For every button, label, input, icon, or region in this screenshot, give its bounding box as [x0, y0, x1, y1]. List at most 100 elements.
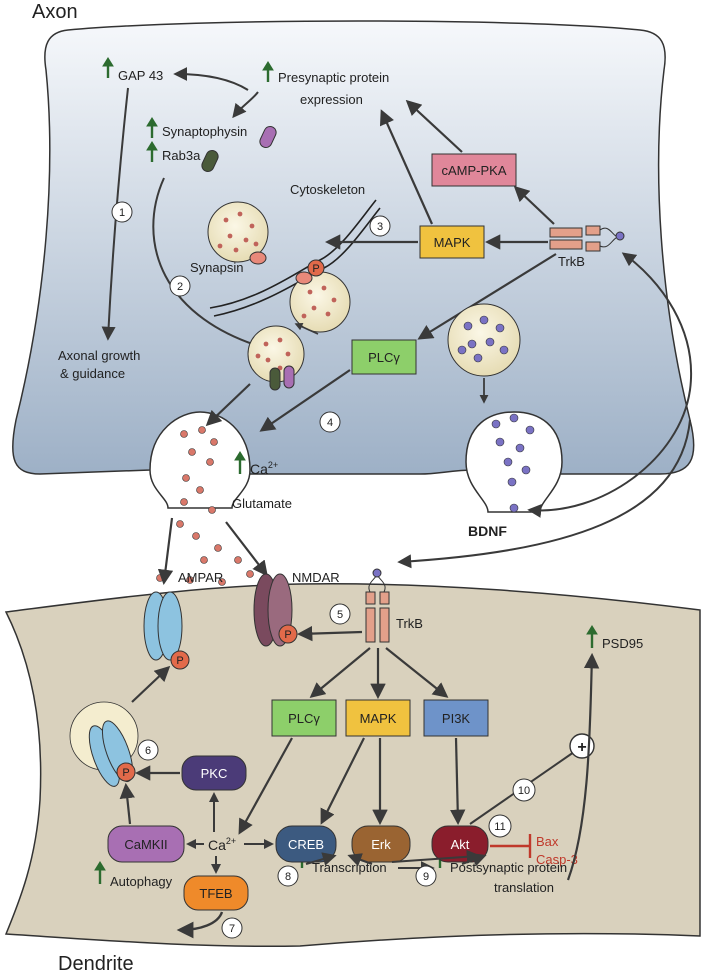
glutamate-dots — [156, 426, 254, 586]
trkb-presynaptic-label: TrkB — [558, 254, 585, 269]
arrow-mapk-to-creb — [320, 737, 365, 825]
pkc-box — [181, 755, 247, 791]
plcg-postsynaptic-box — [271, 699, 337, 737]
arrow-bdnf-to-postsynaptic-trkb — [397, 419, 691, 569]
arrow-erk-to-translation — [391, 849, 481, 864]
inhibit-bax-casp3 — [490, 834, 532, 858]
axon-label: Axon — [32, 1, 78, 23]
synaptophysin-label: Synaptophysin — [162, 124, 247, 139]
camp-pka-box — [431, 153, 517, 187]
nmdar-phospho-label: P — [284, 629, 291, 641]
bax-label: Bax — [536, 834, 559, 849]
arrow-trkb-to-camp — [513, 185, 555, 225]
arrow-protein-to-gap43 — [173, 67, 249, 91]
calcium-presynaptic-label: Ca2+ — [250, 460, 278, 477]
ampar-phospho-label: P — [176, 655, 183, 667]
arrow-protein-to-synaptophysin — [232, 91, 259, 119]
synaptic-vesicle — [207, 201, 269, 263]
phospho-icon — [307, 259, 325, 277]
trkb-receptor — [365, 568, 390, 643]
step-8-label: 8 — [285, 871, 291, 883]
calcium-postsynaptic-label: Ca2+ — [208, 836, 236, 853]
mapk-box — [419, 225, 485, 259]
pi3k-box — [423, 699, 489, 737]
creb-label: CREB — [288, 837, 324, 852]
step-6-label: 6 — [145, 745, 151, 757]
arrow-camp-to-expression — [405, 99, 463, 153]
arrow-trkb-to-nmdar — [296, 625, 363, 642]
arrow-rab3a-to-vesicle — [152, 177, 275, 354]
guidance-label: & guidance — [60, 366, 125, 381]
arrow-camkii-to-ampar — [119, 782, 135, 825]
up-arrow-icon — [102, 57, 274, 474]
bdnf-label: BDNF — [468, 523, 507, 539]
plcg-label: PLCγ — [368, 350, 400, 365]
step-10-label: 10 — [518, 785, 530, 797]
casp3-label: Casp-3 — [536, 852, 578, 867]
rab3a-icon — [201, 149, 219, 173]
mapk-label: MAPK — [434, 235, 471, 250]
step-11-label: 11 — [494, 821, 505, 833]
rab3a-label: Rab3a — [162, 148, 201, 163]
phospho-icon — [170, 650, 190, 670]
step-2-label: 2 — [177, 281, 183, 293]
presynaptic-protein-expression-label: expression — [300, 92, 363, 107]
akt-label: Akt — [451, 837, 470, 852]
step-3-label: 3 — [377, 221, 383, 233]
plus-label: + — [577, 739, 586, 756]
trkb-receptor — [549, 225, 625, 252]
plcg-box — [351, 339, 417, 375]
ampar-receptor — [143, 591, 183, 661]
arrow-to-ampar — [157, 517, 174, 586]
mapk-postsynaptic-label: MAPK — [360, 711, 397, 726]
cytoskeleton — [209, 199, 377, 309]
camkii-label: CaMKII — [124, 837, 167, 852]
mapk-postsynaptic-box — [345, 699, 411, 737]
tfeb-box — [183, 875, 249, 911]
pi3k-label: PI3K — [442, 711, 471, 726]
arrow-plcg-to-calcium — [259, 369, 351, 432]
axonal-growth-label: Axonal growth — [58, 348, 140, 363]
step-5-label: 5 — [337, 609, 343, 621]
phospho-label: P — [312, 263, 319, 275]
step-9-label: 9 — [423, 871, 429, 883]
tfeb-label: TFEB — [199, 886, 232, 901]
bdnf-release-site — [465, 411, 563, 513]
arrow-akt-to-translation — [461, 853, 487, 867]
postsynaptic-translation-line2: translation — [494, 880, 554, 895]
synapsin-label: Synapsin — [190, 260, 243, 275]
arrow-ampar-insertion — [131, 665, 171, 703]
bdnf-dots — [491, 413, 535, 513]
arrow-tfeb-to-autophagy — [176, 911, 224, 939]
nmdar-receptor — [253, 573, 293, 647]
camp-pka-label: cAMP-PKA — [441, 163, 506, 178]
creb-box — [275, 825, 337, 863]
arrow-plcg-to-calcium — [238, 737, 293, 835]
nmdar-label: NMDAR — [292, 570, 340, 585]
erk-label: Erk — [371, 837, 391, 852]
trkb-postsynaptic-label: TrkB — [396, 616, 423, 631]
autophagy-label: Autophagy — [110, 874, 173, 889]
transcription-label: Transcription — [312, 860, 387, 875]
gap43-label: GAP 43 — [118, 68, 163, 83]
camkii-box — [107, 825, 185, 863]
glutamate-label: Glutamate — [232, 496, 292, 511]
ampar-label: AMPAR — [178, 570, 223, 585]
arrow-vesicle-to-release — [205, 383, 251, 427]
cytoskeleton-label: Cytoskeleton — [290, 182, 365, 197]
synapsin-icon — [295, 271, 313, 285]
synaptophysin-icon — [259, 125, 277, 149]
plcg-postsynaptic-label: PLCγ — [288, 711, 320, 726]
arrow-erk-to-transcription — [347, 853, 373, 867]
ampar-internal-phospho-label: P — [122, 767, 129, 779]
pkc-label: PKC — [201, 766, 228, 781]
arrow-trkb-to-plcg — [309, 647, 371, 698]
step-7-label: 7 — [229, 923, 235, 935]
docked-vesicle — [247, 325, 305, 391]
erk-box — [351, 825, 411, 863]
arrow-trkb-to-pi3k — [385, 647, 449, 698]
step-1-label: 1 — [119, 207, 125, 219]
arrow-bdnf-to-trkb — [527, 252, 693, 518]
arrow-translation-to-psd95 — [566, 652, 600, 881]
